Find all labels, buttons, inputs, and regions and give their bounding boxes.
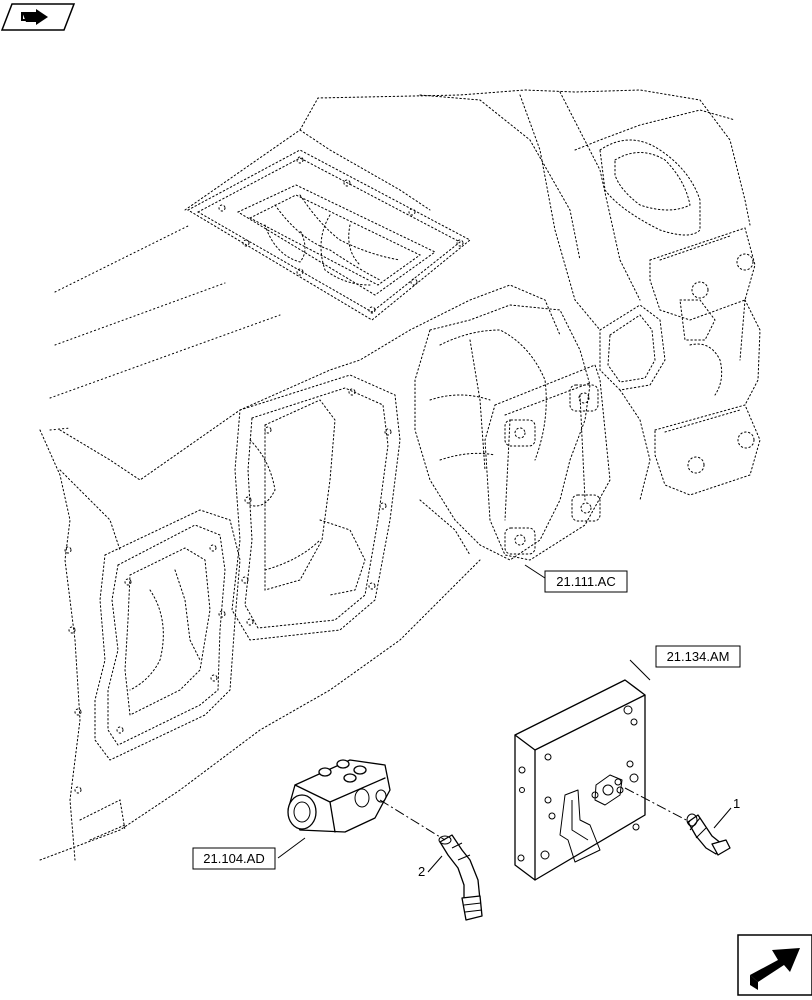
next-page-arrow-icon[interactable] xyxy=(0,3,76,31)
fitting-block xyxy=(287,759,391,833)
leader-111 xyxy=(524,564,549,581)
ref-callout-104[interactable]: 21.104.AD xyxy=(192,847,276,870)
plug-sensor xyxy=(686,813,731,856)
leader-2 xyxy=(427,855,443,873)
centerline-1 xyxy=(624,787,691,823)
ref-label-134: 21.134.AM xyxy=(667,649,730,664)
item-number-1: 1 xyxy=(733,796,740,811)
navigation-arrow-icon[interactable] xyxy=(737,934,812,996)
leader-104 xyxy=(277,837,306,859)
leader-1 xyxy=(713,807,732,829)
ref-callout-134[interactable]: 21.134.AM xyxy=(655,645,741,668)
valve-plate xyxy=(514,679,646,881)
centerline-2 xyxy=(379,799,446,841)
ref-callout-111[interactable]: 21.111.AC xyxy=(544,570,628,593)
item-number-2: 2 xyxy=(418,864,425,879)
transmission-housing xyxy=(39,89,761,861)
elbow-fitting xyxy=(438,834,483,921)
ref-label-111: 21.111.AC xyxy=(556,574,616,589)
ref-label-104: 21.104.AD xyxy=(203,851,264,866)
leader-134 xyxy=(629,659,651,681)
